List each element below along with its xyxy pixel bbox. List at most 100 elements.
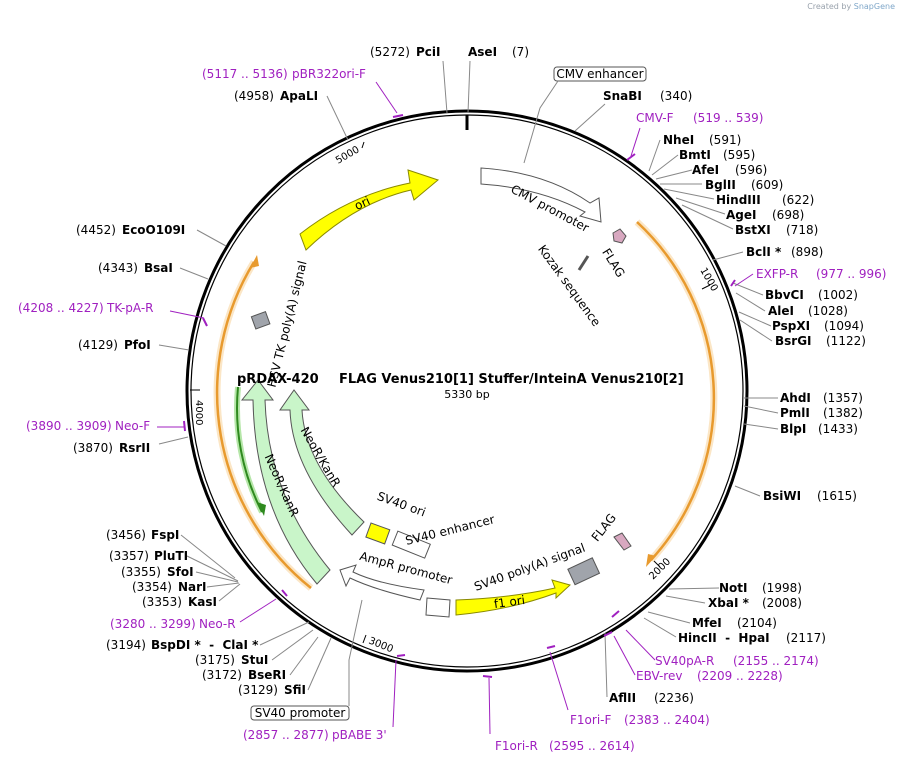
enzyme-label-ecoo109i: (4452) EcoO109I <box>76 223 185 237</box>
svg-text:AfeI: AfeI <box>692 163 719 177</box>
enzyme-label-sfii: (3129) SfiI <box>238 683 306 697</box>
svg-text:BglII: BglII <box>705 178 736 192</box>
svg-text:SV40pA-R: SV40pA-R <box>655 654 714 668</box>
svg-text:F1ori-F: F1ori-F <box>570 713 611 727</box>
svg-text:AgeI: AgeI <box>726 208 756 222</box>
svg-text:SnaBI: SnaBI <box>603 89 642 103</box>
enzyme-label-pcii: (5272) PciI <box>370 45 441 59</box>
tick-label-1000: 1000 <box>697 266 719 294</box>
svg-text:(591): (591) <box>709 133 741 147</box>
svg-text:StuI: StuI <box>241 653 268 667</box>
svg-text:(5117 .. 5136): (5117 .. 5136) <box>202 67 288 81</box>
enzyme-label-bseri: (3172) BseRI <box>202 668 286 682</box>
svg-text:(1357): (1357) <box>823 391 863 405</box>
plasmid-title: FLAG Venus210[1] Stuffer/InteinA Venus21… <box>339 372 684 387</box>
kozak-bar <box>577 255 590 271</box>
svg-text:(622): (622) <box>782 193 814 207</box>
svg-text:(596): (596) <box>735 163 767 177</box>
svg-text:(519 .. 539): (519 .. 539) <box>693 111 763 125</box>
svg-text:KasI: KasI <box>188 595 217 609</box>
enzyme-label-bsai: (4343) BsaI <box>98 261 173 275</box>
enzyme-label-bsrgi: BsrGI (1122) <box>775 334 866 348</box>
enzyme-leaders <box>158 60 779 698</box>
svg-text:(3870): (3870) <box>73 441 113 455</box>
snapgene-credit: Created by SnapGene <box>807 2 895 11</box>
enzyme-label-nari: (3354) NarI <box>132 580 207 594</box>
svg-text:(2155 .. 2174): (2155 .. 2174) <box>733 654 819 668</box>
svg-text:(898): (898) <box>791 245 823 259</box>
svg-text:F1ori-R: F1ori-R <box>495 739 538 753</box>
svg-text:(2236): (2236) <box>654 691 694 705</box>
svg-text:PfoI: PfoI <box>124 338 151 352</box>
primer-label-neo-f: (3890 .. 3909) Neo-F <box>26 419 150 433</box>
enzyme-label-alei: AleI (1028) <box>768 304 848 318</box>
svg-text:(2595 .. 2614): (2595 .. 2614) <box>549 739 635 753</box>
sv40-promoter-callout: SV40 promoter <box>250 599 363 721</box>
neor-outer-arrow <box>240 379 331 585</box>
tick-5000 <box>361 141 365 149</box>
primer-label-f1ori-f: F1ori-F (2383 .. 2404) <box>570 713 710 727</box>
svg-text:(1998): (1998) <box>762 581 802 595</box>
svg-text:(977 .. 996): (977 .. 996) <box>816 267 886 281</box>
svg-text:BsaI: BsaI <box>144 261 173 275</box>
primer-label-pbr322ori-f: (5117 .. 5136) pBR322ori-F <box>202 67 366 81</box>
svg-text:(3355): (3355) <box>121 565 161 579</box>
svg-text:(1028): (1028) <box>808 304 848 318</box>
svg-text:BseRI: BseRI <box>248 668 286 682</box>
hsv-tk-polya-box <box>250 310 271 330</box>
svg-text:Neo-R: Neo-R <box>199 617 236 631</box>
enzyme-label-sfoi: (3355) SfoI <box>121 565 194 579</box>
svg-text:(2008): (2008) <box>762 596 802 610</box>
svg-text:AseI: AseI <box>468 45 497 59</box>
svg-text:BsrGI: BsrGI <box>775 334 812 348</box>
svg-text:RsrII: RsrII <box>119 441 150 455</box>
svg-text:(3456): (3456) <box>106 528 146 542</box>
svg-text:(3890 .. 3909): (3890 .. 3909) <box>26 419 112 433</box>
svg-text:BclI *: BclI * <box>746 245 782 259</box>
svg-text:CMV enhancer: CMV enhancer <box>556 67 643 81</box>
svg-text:(3172): (3172) <box>202 668 242 682</box>
tick-1000 <box>701 284 711 290</box>
svg-text:(2857 .. 2877): (2857 .. 2877) <box>243 728 329 742</box>
enzyme-label-afei: AfeI (596) <box>692 163 767 177</box>
svg-text:HincII - HpaI: HincII - HpaI <box>678 631 770 645</box>
enzyme-label-pmli: PmlI (1382) <box>780 406 863 420</box>
svg-text:BbvCI: BbvCI <box>765 288 804 302</box>
svg-text:(3353): (3353) <box>142 595 182 609</box>
enzyme-label-aflii: AflII (2236) <box>609 691 694 705</box>
svg-text:(4958): (4958) <box>234 89 274 103</box>
tick-label-5000: 5000 <box>334 144 362 166</box>
svg-text:(4208 .. 4227): (4208 .. 4227) <box>18 301 104 315</box>
plasmid-name: pRDAX-420 <box>237 372 319 387</box>
svg-text:(718): (718) <box>786 223 818 237</box>
svg-text:CMV-F: CMV-F <box>636 111 674 125</box>
svg-text:PciI: PciI <box>416 45 441 59</box>
enzyme-label-pfoi: (4129) PfoI <box>78 338 151 352</box>
svg-text:PspXI: PspXI <box>772 319 810 333</box>
svg-text:(3354): (3354) <box>132 580 172 594</box>
svg-text:(1433): (1433) <box>818 422 858 436</box>
svg-text:AflII: AflII <box>609 691 636 705</box>
svg-text:(2104): (2104) <box>737 616 777 630</box>
ampr-promoter-arrow <box>339 564 425 601</box>
svg-text:NheI: NheI <box>663 133 694 147</box>
snapgene-brand: SnapGene <box>853 2 895 11</box>
flag-arrow-bottom <box>613 532 632 551</box>
orf-arc-left <box>213 255 314 591</box>
svg-text:FspI: FspI <box>151 528 179 542</box>
svg-text:PluTI: PluTI <box>154 549 188 563</box>
enzyme-label-apali: (4958) ApaLI <box>234 89 318 103</box>
enzyme-label-mfei: MfeI (2104) <box>692 616 777 630</box>
svg-text:MfeI: MfeI <box>692 616 722 630</box>
svg-text:EXFP-R: EXFP-R <box>756 267 798 281</box>
enzyme-label-hindiii: HindIII (622) <box>716 193 814 207</box>
enzyme-label-stui: (3175) StuI <box>195 653 268 667</box>
svg-text:(4343): (4343) <box>98 261 138 275</box>
ori-arrow <box>299 169 440 251</box>
svg-text:TK-pA-R: TK-pA-R <box>106 301 154 315</box>
svg-text:BsiWI: BsiWI <box>763 489 801 503</box>
plasmid-size: 5330 bp <box>444 388 489 401</box>
cmv-enhancer-callout: CMV enhancer <box>523 66 647 164</box>
svg-text:(609): (609) <box>751 178 783 192</box>
svg-text:(4452): (4452) <box>76 223 116 237</box>
